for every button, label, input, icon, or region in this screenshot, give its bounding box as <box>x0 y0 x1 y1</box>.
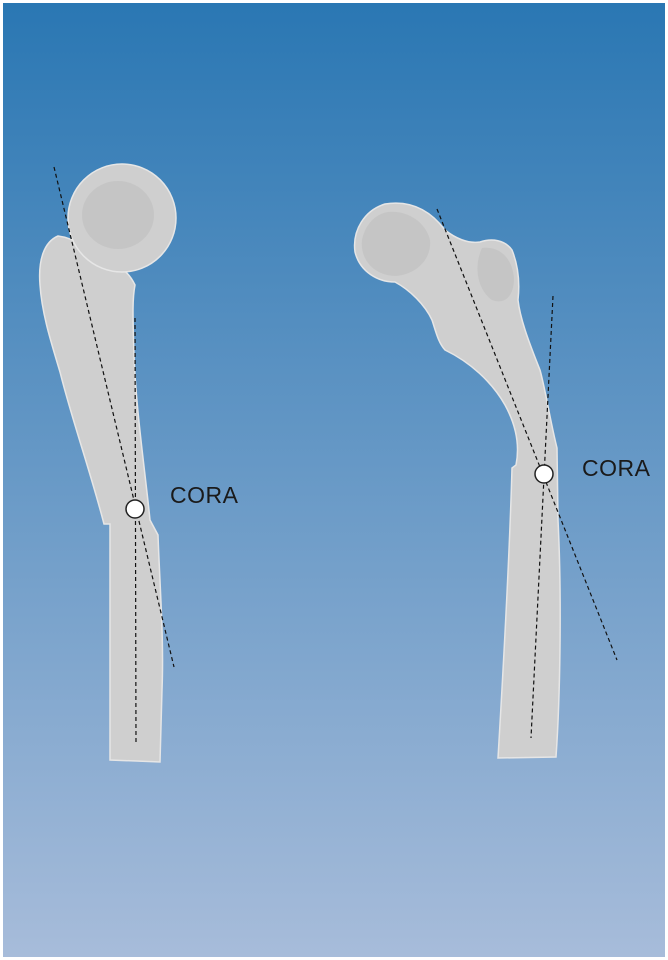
left-cora-point <box>126 500 144 518</box>
right-cora-point <box>535 465 553 483</box>
left-cora-label: CORA <box>170 482 238 509</box>
left-head-shade <box>82 181 154 249</box>
right-cora-label: CORA <box>582 455 650 482</box>
